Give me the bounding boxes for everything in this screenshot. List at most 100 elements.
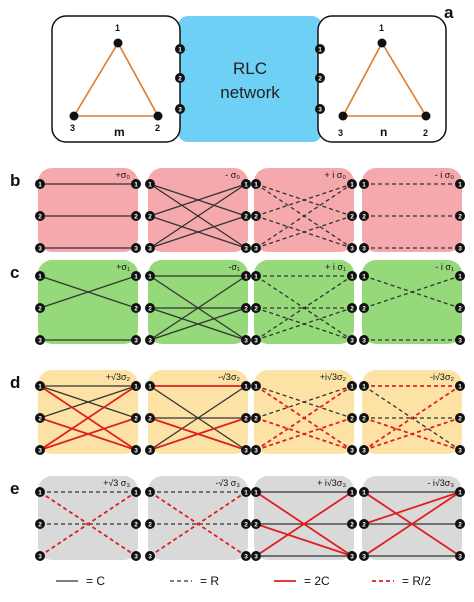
right-port-2	[241, 413, 251, 423]
left-port-2	[145, 211, 155, 221]
legend-label-1: = C	[86, 574, 105, 588]
left-port-2-label: 2	[362, 213, 366, 220]
right-port-3	[131, 551, 141, 561]
right-port-3-label: 3	[134, 245, 138, 252]
connection-line-6	[255, 523, 353, 557]
left-port-1	[251, 381, 261, 391]
right-port-2-label: 2	[134, 521, 138, 528]
left-port-2-label: 2	[38, 415, 42, 422]
right-triangle-edges	[341, 41, 428, 117]
connection-line-6	[255, 417, 353, 451]
right-port-3-label: 3	[244, 245, 248, 252]
left-port-2	[359, 413, 369, 423]
connection-line-6	[255, 307, 353, 341]
left-port-3-label: 3	[38, 447, 42, 454]
legend-label-4: = R/2	[402, 574, 431, 588]
left-port-2-label: 2	[254, 213, 258, 220]
connection-line-6	[149, 215, 247, 249]
right-port-1-label: 1	[244, 273, 248, 280]
right-port-2-label: 2	[244, 305, 248, 312]
left-port-1-label: 1	[38, 273, 42, 280]
connection-line-5	[149, 183, 247, 249]
cell-background	[38, 476, 138, 560]
left-port-1	[35, 179, 45, 189]
left-port-3	[359, 445, 369, 455]
network-right-port-1	[315, 44, 325, 54]
left-port-1	[251, 271, 261, 281]
cell-coefficient: +√3 σ₃	[103, 478, 130, 488]
left-port-2-label: 2	[148, 521, 152, 528]
right-port-3	[347, 243, 357, 253]
left-port-2-label: 2	[148, 415, 152, 422]
right-port-3-label: 3	[458, 553, 462, 560]
cell-coefficient: + i σ₁	[325, 262, 346, 272]
right-port-2	[241, 211, 251, 221]
right-port-2-label: 2	[134, 305, 138, 312]
right-node-3-label: 3	[338, 128, 343, 138]
left-port-1-label: 1	[38, 489, 42, 496]
left-port-2	[145, 519, 155, 529]
left-port-1	[359, 487, 369, 497]
cell-background	[254, 168, 354, 252]
left-port-3	[145, 551, 155, 561]
left-port-1	[145, 271, 155, 281]
left-node-3-label: 3	[70, 123, 75, 133]
connection-line-5	[39, 385, 137, 451]
left-port-2	[251, 413, 261, 423]
left-port-1-label: 1	[148, 181, 152, 188]
right-port-1-label: 1	[244, 181, 248, 188]
cell-coefficient: +σ₁	[116, 262, 130, 272]
connection-line-6	[149, 417, 247, 451]
left-port-2-label: 2	[254, 521, 258, 528]
network-left-port-3-label: 3	[178, 106, 182, 113]
right-port-2-label: 2	[458, 213, 462, 220]
right-port-1	[241, 487, 251, 497]
left-port-3-label: 3	[148, 553, 152, 560]
legend-label-3: = 2C	[304, 574, 330, 588]
left-port-1-label: 1	[148, 273, 152, 280]
right-node-3	[338, 111, 348, 121]
right-port-3	[131, 335, 141, 345]
connection-line-5	[149, 275, 247, 341]
cell-background	[254, 476, 354, 560]
right-port-2	[241, 519, 251, 529]
left-port-2	[251, 519, 261, 529]
left-port-3	[145, 335, 155, 345]
connection-line-5	[363, 491, 461, 557]
left-port-1-label: 1	[148, 489, 152, 496]
right-port-2	[241, 303, 251, 313]
right-port-2-label: 2	[244, 415, 248, 422]
connection-line-3	[255, 183, 353, 217]
right-port-2	[455, 413, 465, 423]
left-port-1-label: 1	[254, 273, 258, 280]
right-port-1-label: 1	[350, 489, 354, 496]
left-port-3-label: 3	[38, 553, 42, 560]
cell-coefficient: - σ₀	[225, 170, 240, 180]
right-port-1	[455, 271, 465, 281]
connection-line-5	[255, 491, 353, 557]
right-port-3-label: 3	[350, 447, 354, 454]
left-port-1	[145, 487, 155, 497]
left-port-2-label: 2	[362, 521, 366, 528]
left-port-1	[145, 179, 155, 189]
right-port-1-label: 1	[350, 181, 354, 188]
left-port-1-label: 1	[362, 489, 366, 496]
right-node-2-label: 2	[423, 128, 428, 138]
right-port-2-label: 2	[458, 305, 462, 312]
left-port-3-label: 3	[362, 245, 366, 252]
left-port-2	[35, 211, 45, 221]
right-port-2-label: 2	[350, 521, 354, 528]
right-port-1	[131, 487, 141, 497]
right-port-3-label: 3	[350, 245, 354, 252]
left-port-3	[251, 551, 261, 561]
left-port-1-label: 1	[362, 273, 366, 280]
rlc-network-box	[178, 16, 322, 142]
left-port-2-label: 2	[148, 213, 152, 220]
left-port-1-label: 1	[254, 181, 258, 188]
right-port-1	[347, 381, 357, 391]
